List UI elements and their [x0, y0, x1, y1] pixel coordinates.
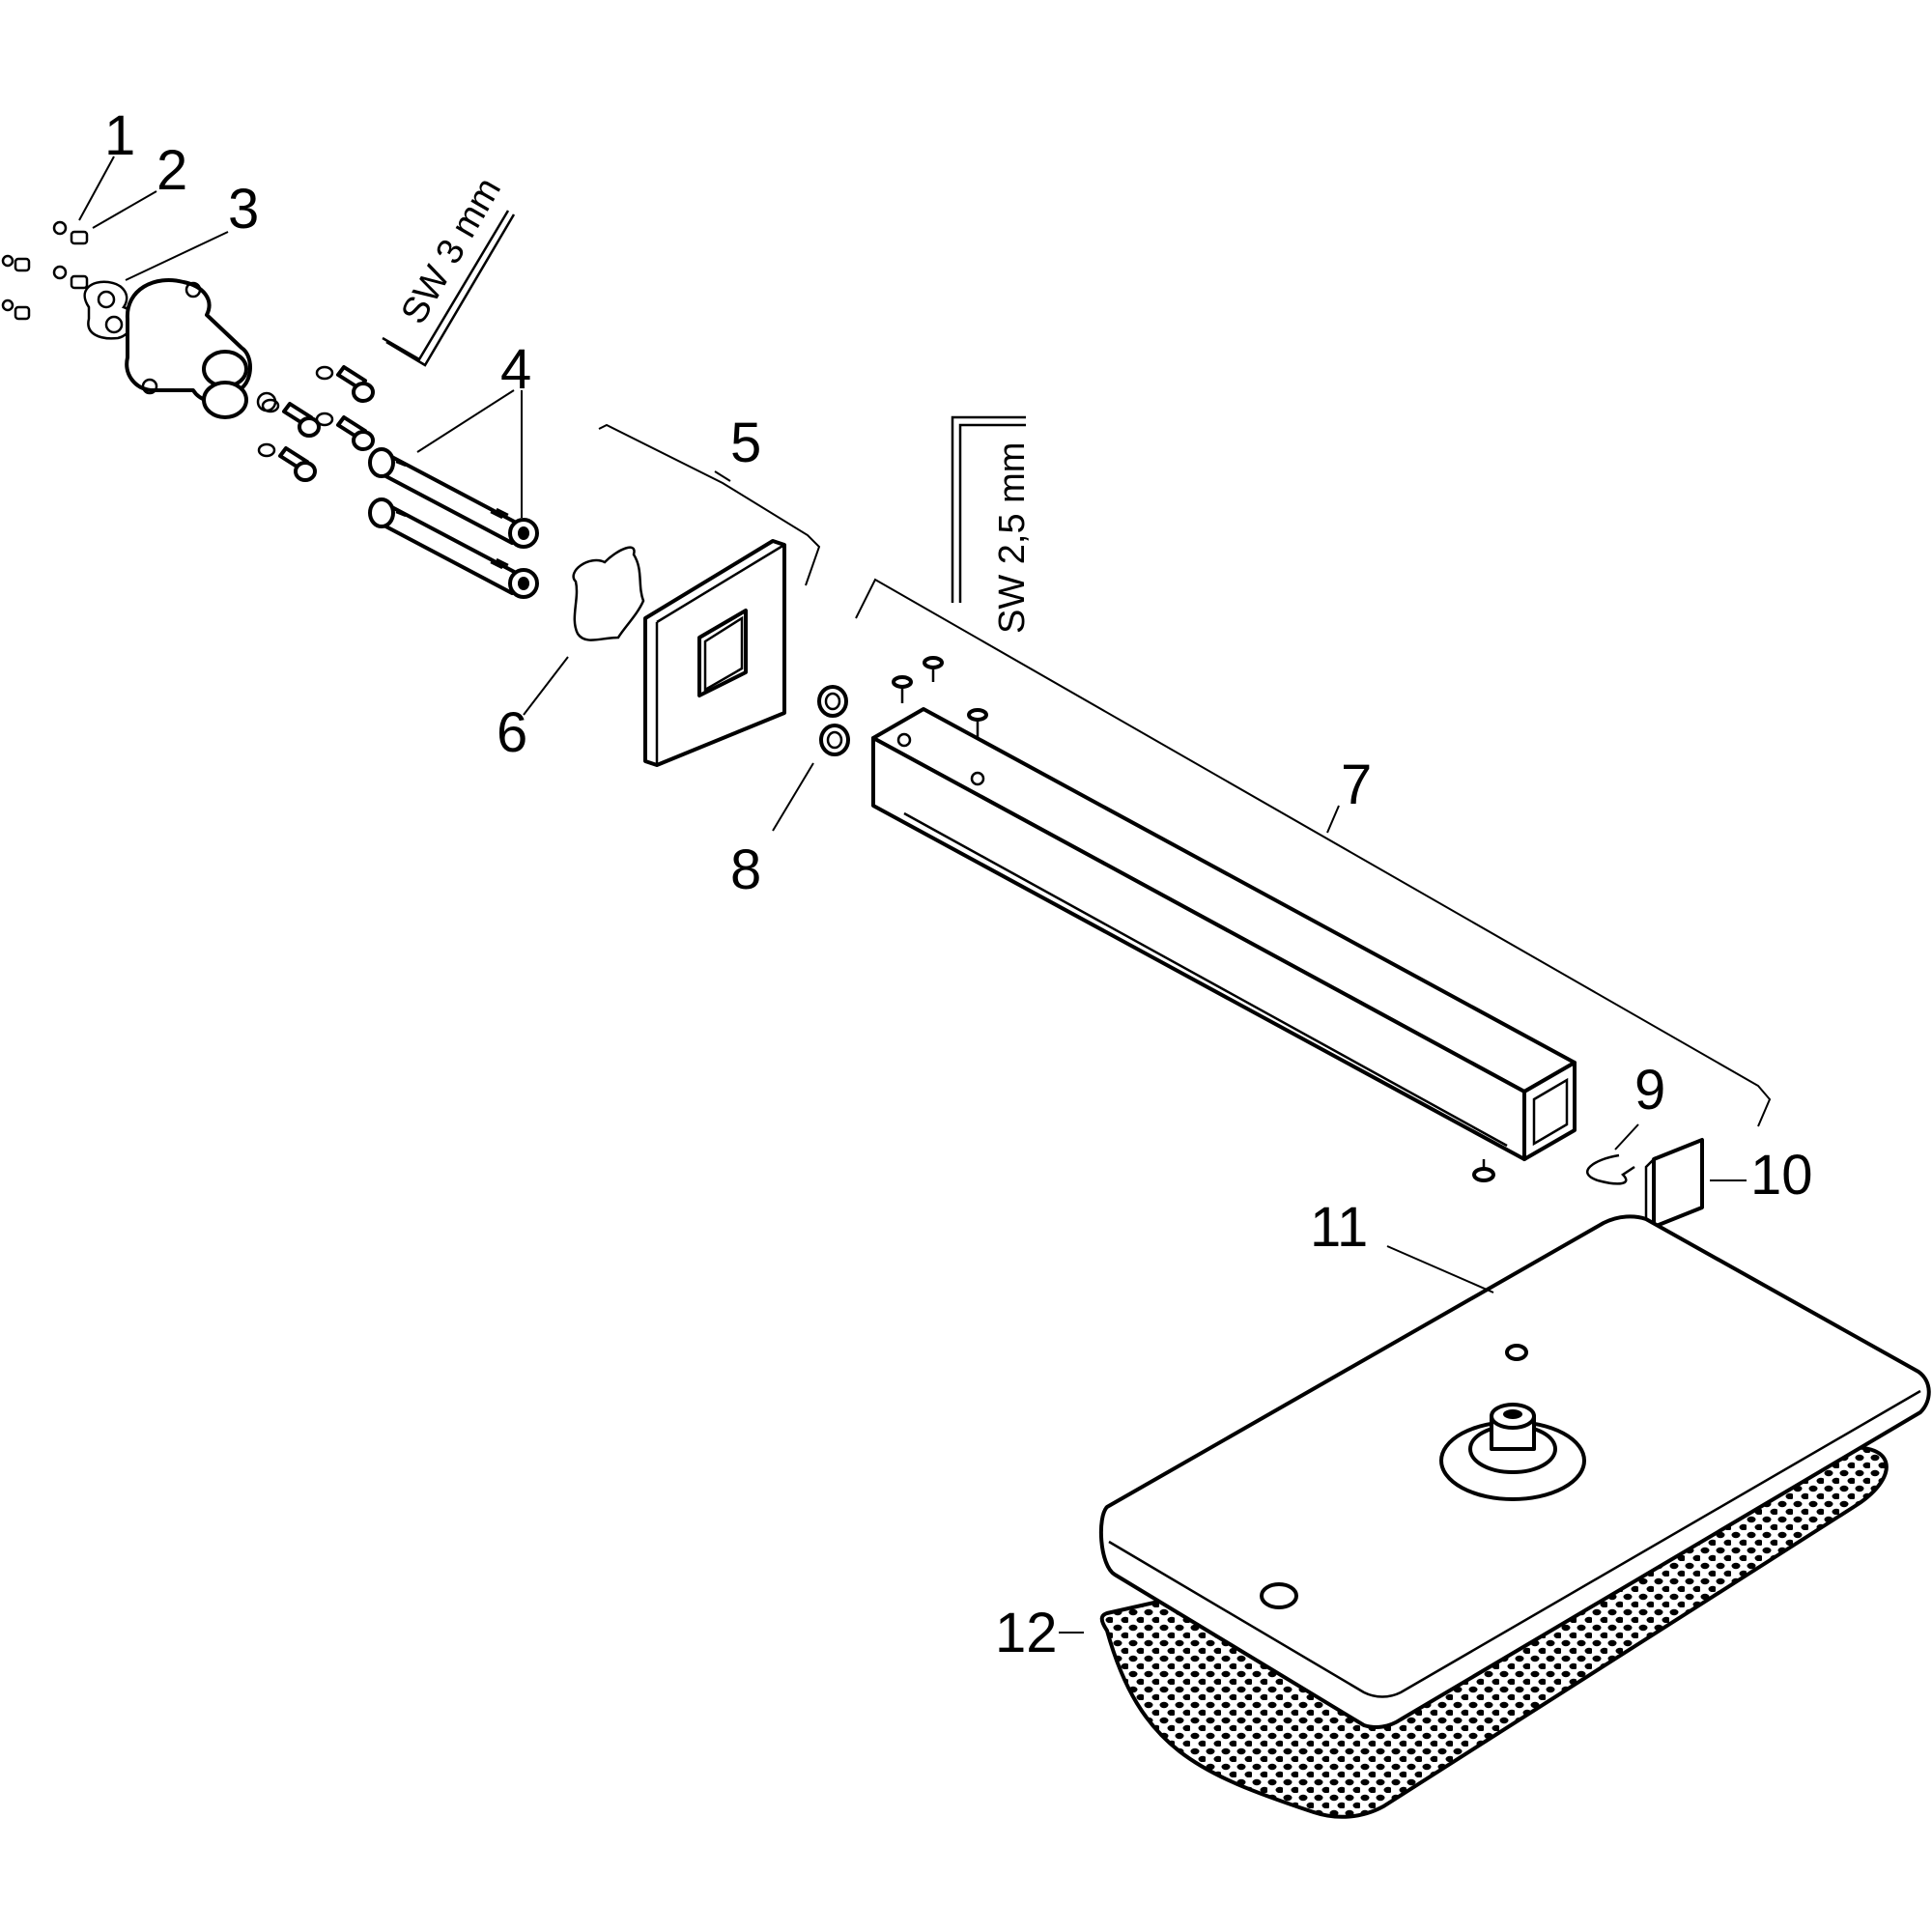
hex-key-2-5mm: [951, 415, 1026, 603]
bottom-screw: [1472, 1159, 1495, 1182]
part-label-10: 10: [1750, 1144, 1813, 1207]
part-label-7: 7: [1341, 753, 1372, 816]
hex-key-2-5mm-label: SW 2,5 mm: [992, 442, 1033, 634]
part-label-2: 2: [156, 139, 187, 202]
part-label-11: 11: [1310, 1196, 1368, 1259]
screw-group: [257, 365, 375, 482]
part-number-labels: 1 2 3 4 5 6 7 8 9 10 11 12: [104, 104, 1813, 1664]
threaded-extension-pipes: [368, 447, 539, 599]
gasket-part: [83, 280, 134, 340]
part-label-12: 12: [995, 1602, 1058, 1664]
arm-screw-group: [892, 656, 988, 750]
leader-lines: [78, 156, 1772, 1634]
wall-connection-body: [125, 278, 277, 419]
shower-arm-part: [871, 707, 1577, 1161]
part-label-6: 6: [497, 701, 527, 764]
wall-rosette-part: [643, 539, 786, 767]
wall-seal-part: [572, 546, 645, 641]
clip-part: [1586, 1153, 1635, 1185]
part-label-9: 9: [1634, 1059, 1665, 1122]
ring-pair: [817, 685, 850, 756]
shower-head-part: [1098, 1214, 1931, 1729]
part-label-3: 3: [228, 178, 259, 241]
hex-key-3mm: [382, 210, 516, 367]
part-label-4: 4: [500, 338, 531, 401]
part-label-8: 8: [730, 838, 761, 901]
part-label-5: 5: [730, 412, 761, 474]
end-cap-part: [1644, 1138, 1704, 1236]
nut-washer-group: [1, 220, 89, 321]
part-label-1: 1: [104, 104, 135, 167]
